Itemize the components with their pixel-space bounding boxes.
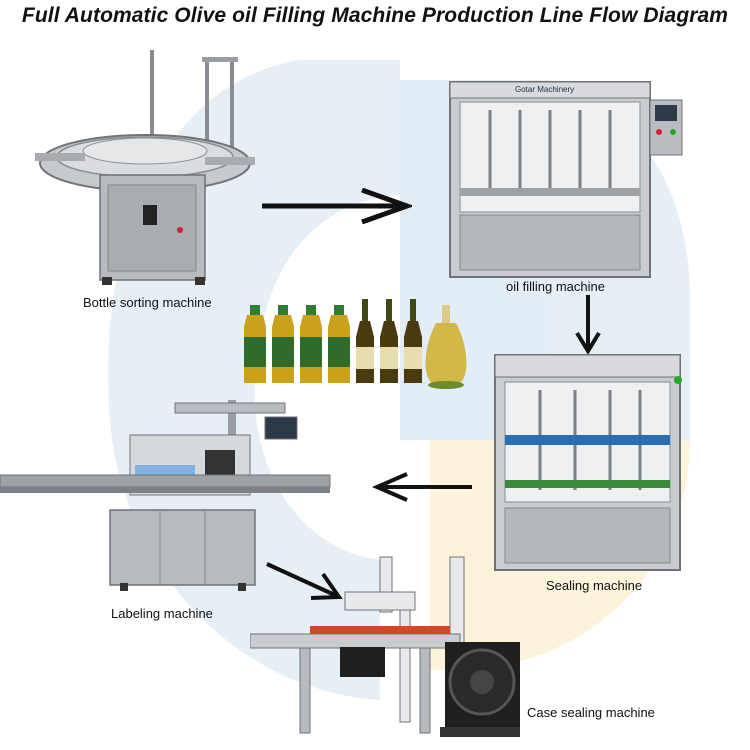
label-labeling: Labeling machine (111, 606, 213, 621)
plastic-bottles (244, 305, 350, 383)
oil-filling-machine: Gotar Machinery (445, 70, 685, 285)
sealing-machine (490, 350, 690, 575)
bottle-sorting-machine (30, 45, 260, 290)
case-sealing-machine (250, 552, 525, 742)
arrow-sealing-to-labeling (372, 472, 472, 502)
brand-text: Gotar Machinery (515, 85, 575, 94)
arrow-labeling-to-case-sealing (266, 562, 343, 600)
label-sealing: Sealing machine (546, 578, 643, 593)
arrow-filling-to-sealing (575, 295, 601, 355)
olive-oil-bottles (238, 297, 473, 389)
arrow-sorting-to-filling (262, 188, 412, 224)
label-oil-filling: oil filling machine (506, 279, 605, 294)
label-case-sealing: Case sealing machine (527, 705, 655, 720)
labeling-machine (0, 395, 335, 595)
glass-jug (425, 305, 467, 389)
page-title: Full Automatic Olive oil Filling Machine… (21, 4, 729, 27)
glass-bottles (356, 299, 422, 383)
label-bottle-sorting: Bottle sorting machine (83, 295, 212, 310)
